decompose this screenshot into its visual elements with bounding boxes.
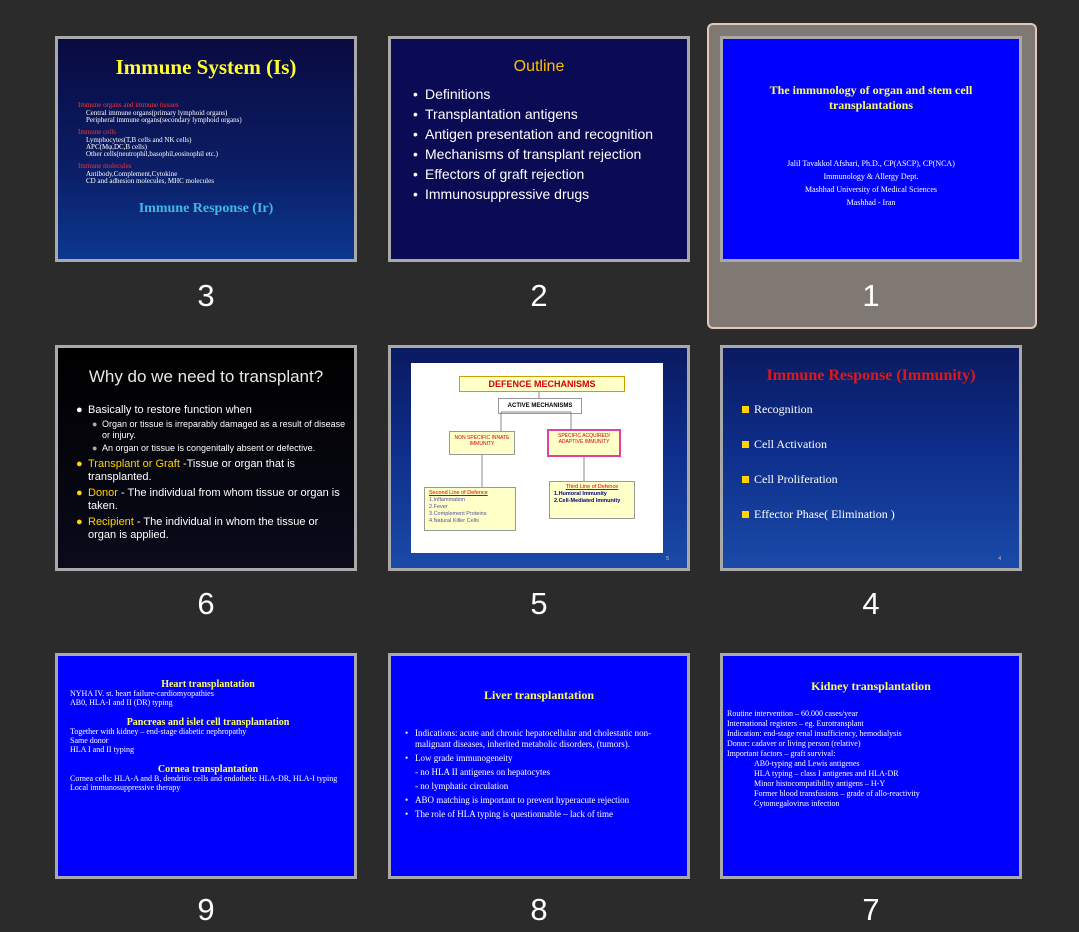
- slide-title: Immune System (Is): [115, 55, 297, 79]
- slide-title: Immune Response (Immunity): [766, 367, 976, 384]
- slide-number-6: 6: [197, 586, 215, 621]
- diagram-specific: SPECIFIC ACQUIRED/ ADAPTIVE IMMUNITY: [547, 429, 621, 457]
- outline-item: Mechanisms of transplant rejection: [413, 144, 653, 164]
- slide-number-3: 3: [197, 278, 215, 313]
- slide-number-8: 8: [530, 892, 548, 927]
- outline-item: Transplantation antigens: [413, 104, 653, 124]
- slide-number-2: 2: [530, 278, 548, 313]
- outline-item: Effectors of graft rejection: [413, 164, 653, 184]
- slide-body: Routine intervention – 60.000 cases/year…: [727, 709, 920, 808]
- slide-body: •Indications: acute and chronic hepatoce…: [405, 728, 652, 819]
- slide-number-9: 9: [197, 892, 215, 927]
- slide-thumbnail-1[interactable]: The immunology of organ and stem cell tr…: [720, 36, 1022, 262]
- slide-thumbnail-9[interactable]: Heart transplantation NYHA IV. st. heart…: [55, 653, 357, 879]
- slide-thumbnail-3[interactable]: Immune System (Is) Immune organs and imm…: [55, 36, 357, 262]
- slide-number-5: 5: [530, 586, 548, 621]
- slide-author: Jalil Tavakkol Afshari, Ph.D., CP(ASCP),…: [787, 159, 955, 207]
- slide-number-4: 4: [862, 586, 880, 621]
- slide-title: Why do we need to transplant?: [88, 367, 324, 386]
- page-marker: 4: [998, 556, 1001, 562]
- slide-number-7: 7: [862, 892, 880, 927]
- outline-list: Definitions Transplantation antigens Ant…: [413, 84, 653, 204]
- diagram-image: DEFENCE MECHANISMS ACTIVE MECHANISMS NON…: [411, 363, 663, 553]
- diagram-second-line: Second Line of Defence 1.Inflammation 2.…: [424, 487, 516, 531]
- diagram-third-line: Third Line of Defence 1.Humoral Immunity…: [549, 481, 635, 519]
- diagram-nonspecific: NON SPECIFIC INNATE IMMUNITY: [449, 431, 515, 455]
- outline-item: Immunosuppressive drugs: [413, 184, 653, 204]
- diagram-active: ACTIVE MECHANISMS: [498, 398, 582, 414]
- slide-body: Recognition Cell Activation Cell Prolife…: [742, 402, 895, 542]
- slide-body: Immune organs and immune tissues Central…: [78, 101, 242, 185]
- slide-thumbnail-2[interactable]: Outline Definitions Transplantation anti…: [388, 36, 690, 262]
- slide-thumbnail-8[interactable]: Liver transplantation •Indications: acut…: [388, 653, 690, 879]
- slide-body: ●Basically to restore function when ●Org…: [76, 404, 346, 541]
- slide-number-1: 1: [862, 278, 880, 313]
- slide-title: The immunology of organ and stem cell tr…: [769, 83, 973, 112]
- slide-thumbnail-7[interactable]: Kidney transplantation Routine intervent…: [720, 653, 1022, 879]
- slide-thumbnail-5[interactable]: DEFENCE MECHANISMS ACTIVE MECHANISMS NON…: [388, 345, 690, 571]
- slide-thumbnail-4[interactable]: Immune Response (Immunity) Recognition C…: [720, 345, 1022, 571]
- slide-footer: Immune Response (Ir): [138, 201, 274, 216]
- slide-title: Outline: [513, 58, 565, 75]
- page-marker: 5: [666, 556, 669, 562]
- outline-item: Definitions: [413, 84, 653, 104]
- slide-title: Kidney transplantation: [811, 679, 931, 693]
- slide-thumbnail-6[interactable]: Why do we need to transplant? ●Basically…: [55, 345, 357, 571]
- diagram-title: DEFENCE MECHANISMS: [459, 376, 625, 392]
- diagram-connectors: [481, 391, 585, 487]
- slide-body: Heart transplantation NYHA IV. st. heart…: [70, 679, 338, 793]
- outline-item: Antigen presentation and recognition: [413, 124, 653, 144]
- slide-title: Liver transplantation: [483, 688, 595, 702]
